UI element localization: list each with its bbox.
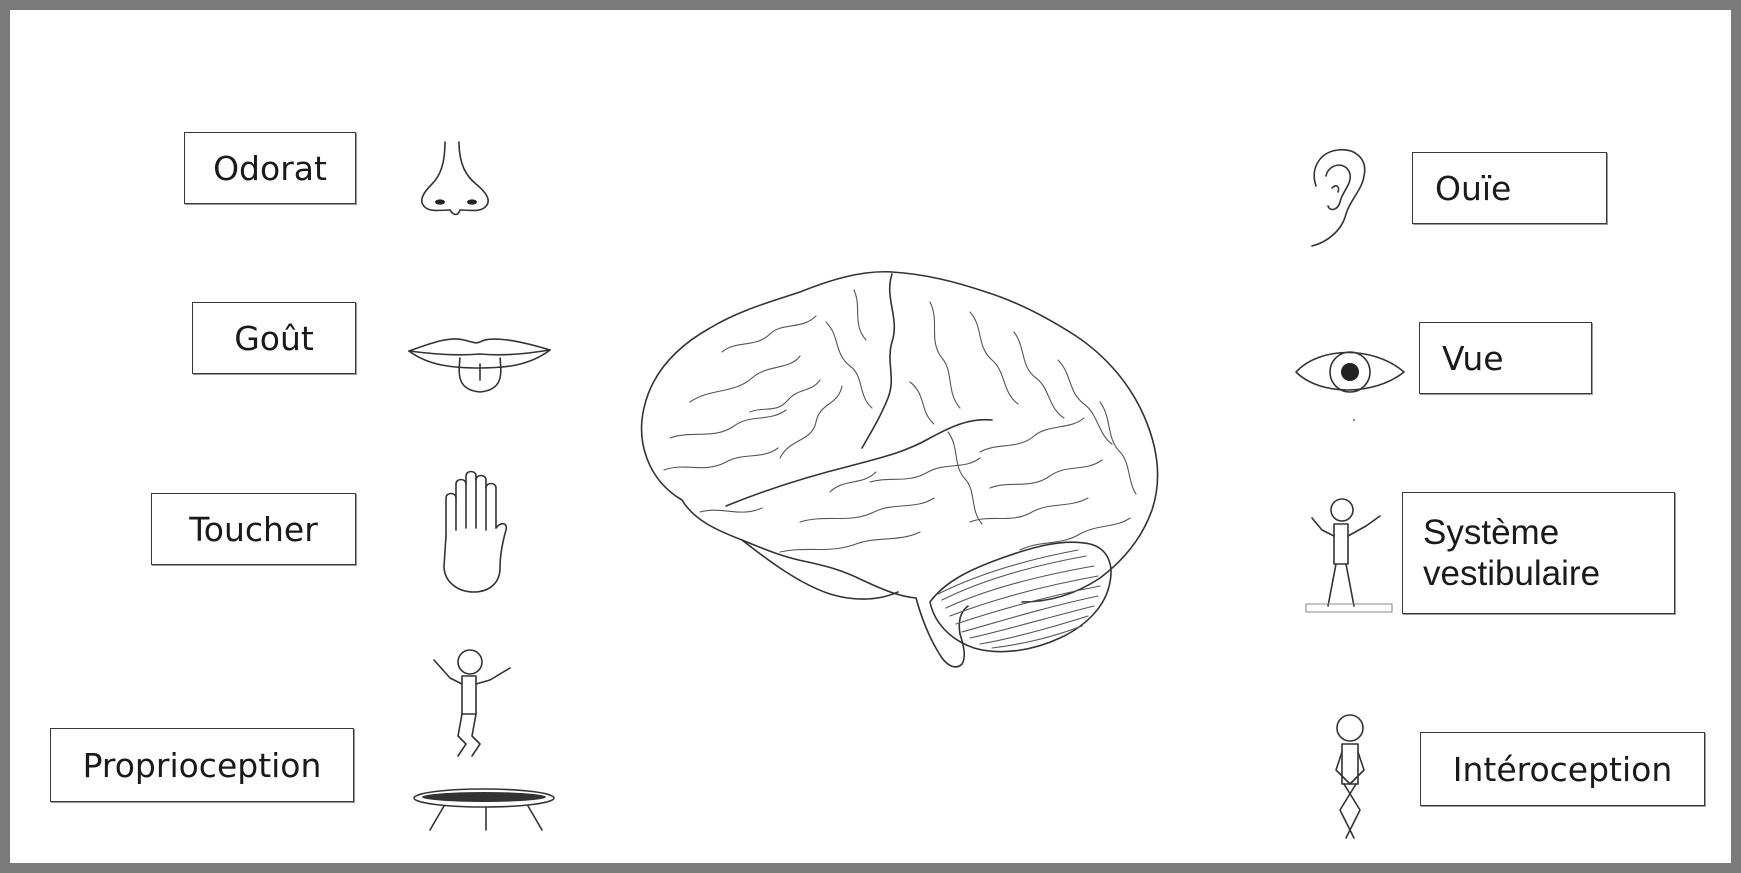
label-proprioception: Proprioception xyxy=(50,728,354,802)
label-interoception: Intéroception xyxy=(1420,732,1705,806)
label-odorat: Odorat xyxy=(184,132,356,204)
label-vestibulaire: Système vestibulaire xyxy=(1402,492,1675,614)
diagram-canvas: Odorat Goût Toucher Proprioception Ouïe … xyxy=(10,10,1731,863)
crossed-legs-figure-icon xyxy=(1316,710,1386,850)
hand-icon xyxy=(430,468,520,598)
brain-icon xyxy=(630,262,1190,706)
label-ouie: Ouïe xyxy=(1412,152,1607,224)
mouth-tongue-icon xyxy=(404,326,554,406)
label-vue: Vue xyxy=(1419,322,1592,394)
label-vestibulaire-line-1: Système xyxy=(1423,512,1559,553)
balancing-figure-icon xyxy=(1300,496,1400,646)
nose-icon xyxy=(412,134,522,224)
label-gout: Goût xyxy=(192,302,356,374)
trampoline-jumper-icon xyxy=(410,640,560,830)
ear-icon xyxy=(1306,146,1386,256)
label-vestibulaire-line-2: vestibulaire xyxy=(1423,553,1600,594)
eye-icon xyxy=(1292,338,1412,428)
label-toucher: Toucher xyxy=(151,493,356,565)
